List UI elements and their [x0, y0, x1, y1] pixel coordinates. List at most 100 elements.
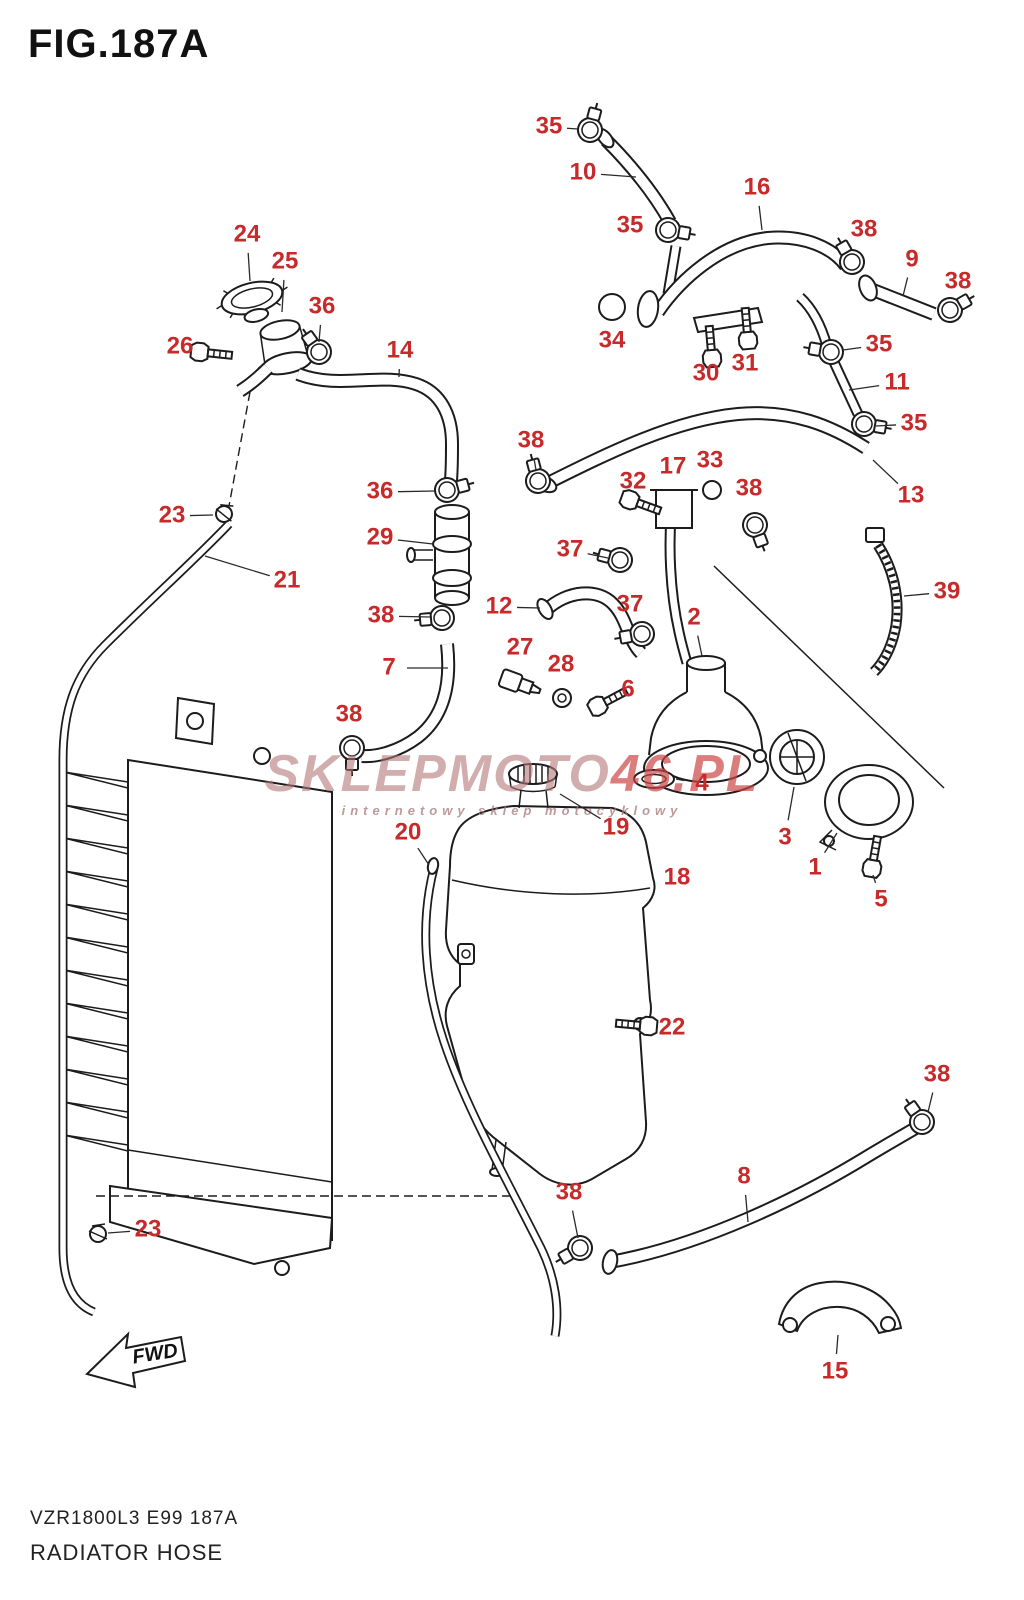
leader-line-5-45 — [872, 874, 877, 884]
callout-30-13: 30 — [693, 359, 720, 386]
callout-34-12: 34 — [599, 326, 626, 353]
leader-line-1-42 — [824, 832, 838, 854]
callout-19-40: 19 — [603, 813, 630, 840]
washer-28 — [552, 688, 572, 708]
callout-20-43: 20 — [395, 818, 422, 845]
callout-10-1: 10 — [570, 158, 597, 185]
filler-cap — [216, 277, 288, 323]
reserve-tank-cap — [508, 763, 558, 793]
leader-line-12-31 — [516, 606, 541, 609]
leader-line-38-18 — [533, 458, 537, 471]
gasket-4 — [633, 769, 675, 789]
callout-38-22: 38 — [736, 474, 763, 501]
filler-hose-14 — [236, 363, 460, 481]
joint-pipe-11 — [828, 357, 863, 417]
callout-26-10: 26 — [167, 332, 194, 359]
radiator-lower-hose — [601, 1114, 933, 1275]
callout-9-6: 9 — [905, 245, 918, 272]
figure-title: FIG.187A — [28, 22, 210, 66]
callout-15-51: 15 — [822, 1357, 849, 1384]
leader-line-35-0 — [566, 127, 579, 130]
leader-line-38-48 — [571, 1210, 579, 1239]
callout-38-18: 38 — [518, 426, 545, 453]
thermostat-inlet-pipe — [650, 480, 722, 665]
fwd-arrow: FWD — [85, 1331, 187, 1389]
callout-21-28: 21 — [274, 566, 301, 593]
callout-3-41: 3 — [778, 823, 791, 850]
callout-39-29: 39 — [934, 577, 961, 604]
leader-line-29-26 — [397, 539, 434, 545]
callout-37-32: 37 — [617, 590, 644, 617]
leader-line-35-15 — [842, 346, 862, 351]
callout-13-23: 13 — [898, 481, 925, 508]
leader-line-20-43 — [417, 847, 430, 866]
leader-line-39-29 — [903, 593, 930, 597]
leader-line-3-41 — [787, 786, 795, 821]
callout-4-39: 4 — [695, 769, 709, 796]
overflow-pipe — [58, 520, 233, 1317]
callout-28-36: 28 — [548, 650, 575, 677]
callout-14-11: 14 — [387, 336, 414, 363]
assembly-dash-line — [228, 391, 251, 507]
callout-25-7: 25 — [272, 247, 299, 274]
leader-line-23-24 — [189, 514, 214, 517]
o-ring-33 — [702, 480, 722, 500]
leader-line-13-23 — [872, 459, 899, 485]
joint-hose-9 — [858, 274, 937, 321]
callout-18-44: 18 — [664, 863, 691, 890]
callout-8-49: 8 — [737, 1162, 750, 1189]
callout-6-37: 6 — [621, 675, 634, 702]
callout-38-8: 38 — [945, 267, 972, 294]
callout-33-21: 33 — [697, 446, 724, 473]
thermostat-case — [643, 655, 769, 796]
callout-7-34: 7 — [382, 653, 395, 680]
leader-line-8-49 — [744, 1194, 749, 1223]
callout-24-5: 24 — [234, 220, 261, 247]
callout-11-16: 11 — [884, 368, 909, 395]
callout-31-14: 31 — [732, 349, 759, 376]
leader-line-24-5 — [247, 252, 251, 282]
leader-line-23-50 — [107, 1230, 131, 1234]
radiator — [63, 696, 334, 1276]
cable-tie-39 — [865, 527, 903, 676]
model-code: VZR1800L3 E99 187A — [30, 1508, 239, 1529]
callout-36-9: 36 — [309, 292, 336, 319]
leader-line-36-9 — [318, 324, 322, 343]
callout-22-46: 22 — [659, 1013, 686, 1040]
leader-line-9-6 — [902, 277, 909, 297]
leader-line-11-16 — [848, 384, 880, 391]
reserve-tank — [444, 789, 656, 1186]
leader-line-38-47 — [927, 1092, 934, 1113]
callout-38-47: 38 — [924, 1060, 951, 1087]
assembly-thin-line — [713, 565, 945, 789]
leader-line-2-33 — [697, 635, 703, 657]
leader-line-16-2 — [758, 205, 763, 231]
leader-line-37-27 — [587, 553, 609, 559]
callout-35-0: 35 — [536, 112, 563, 139]
callout-38-4: 38 — [851, 215, 878, 242]
leader-line-4-39 — [675, 778, 685, 782]
callout-38-38: 38 — [336, 700, 363, 727]
callout-29-26: 29 — [367, 523, 394, 550]
o-ring-34 — [598, 293, 626, 321]
hose-bracket — [777, 1280, 903, 1335]
callout-12-31: 12 — [486, 592, 513, 619]
callout-23-50: 23 — [135, 1215, 162, 1242]
leader-line-19-40 — [559, 793, 601, 820]
figure-footer: VZR1800L3 E99 187A RADIATOR HOSE — [30, 1508, 238, 1566]
callout-5-45: 5 — [874, 885, 887, 912]
callout-32-19: 32 — [620, 467, 647, 494]
callout-38-48: 38 — [556, 1178, 583, 1205]
leader-line-15-51 — [835, 1334, 839, 1355]
callout-16-2: 16 — [744, 173, 771, 200]
breather-hose — [421, 857, 562, 1337]
callout-27-35: 27 — [507, 633, 534, 660]
callout-36-25: 36 — [367, 477, 394, 504]
callout-17-20: 17 — [660, 452, 687, 479]
callout-37-27: 37 — [557, 535, 584, 562]
callout-35-17: 35 — [901, 409, 928, 436]
leader-line-10-1 — [600, 173, 637, 178]
